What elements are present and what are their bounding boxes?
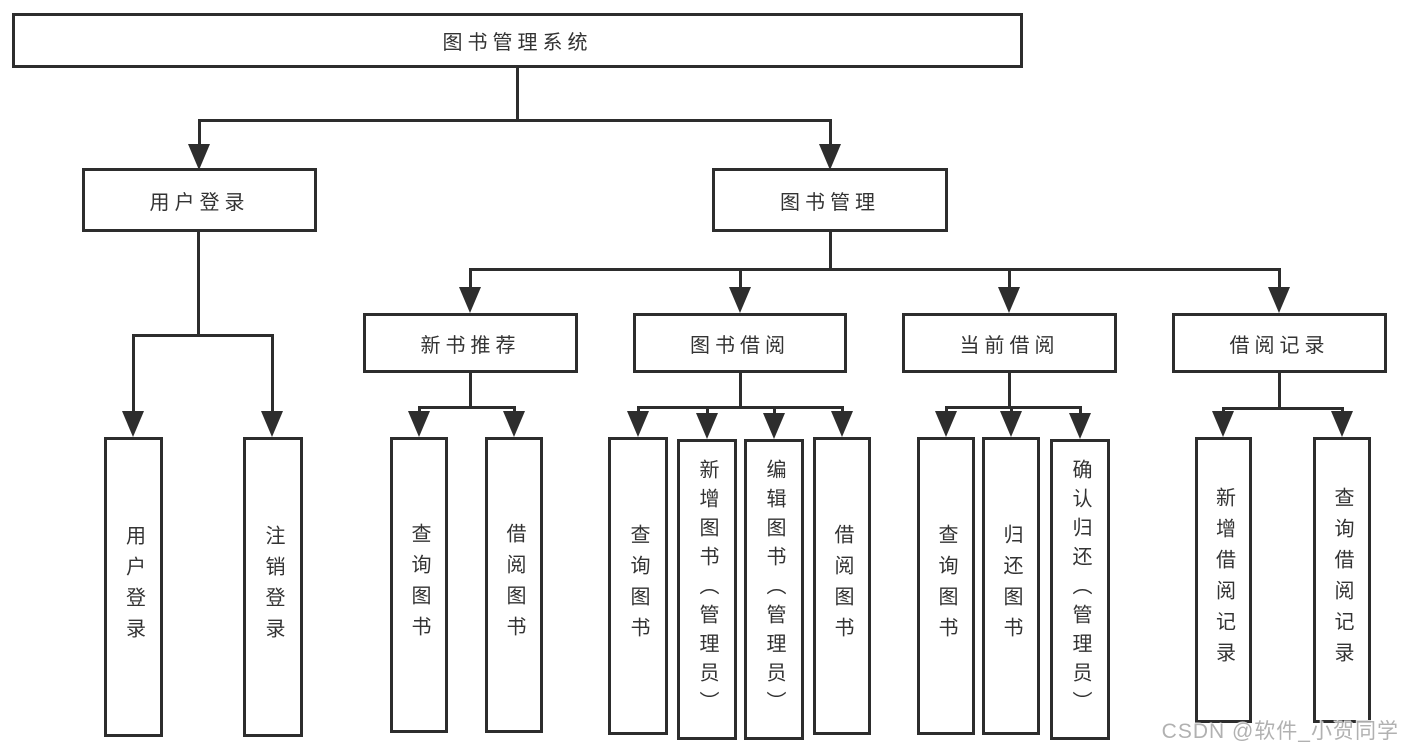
connector-line: [945, 406, 948, 415]
node-new-book-recommend-label: 新书推荐: [420, 334, 521, 357]
node-user-login-branch-label: 用户登录: [149, 191, 250, 214]
connector-line: [841, 406, 844, 415]
connector-arrowhead: [188, 144, 210, 170]
node-current-borrow-label: 当前借阅: [959, 334, 1060, 357]
connector-line: [198, 119, 831, 122]
connector-line: [198, 119, 201, 146]
leaf-user-login-label: 用户登录: [122, 525, 145, 649]
node-book-management-label: 图书管理: [780, 191, 880, 214]
connector-line: [513, 406, 516, 415]
connector-line: [706, 406, 709, 417]
leaf-br-add-record-label: 新增借阅记录: [1212, 487, 1235, 673]
connector-line: [418, 406, 421, 415]
connector-line: [1010, 406, 1013, 415]
connector-arrowhead: [1331, 411, 1353, 437]
connector-line: [739, 372, 742, 409]
connector-line: [1008, 372, 1011, 409]
leaf-bb-add-books-admin-label: 新增图书（管理员）: [696, 459, 718, 720]
node-root: 图书管理系统: [12, 13, 1023, 68]
connector-line: [1278, 268, 1281, 289]
leaf-nbr-borrow-books: 借阅图书: [485, 437, 543, 733]
node-book-borrow: 图书借阅: [633, 313, 847, 373]
connector-arrowhead: [819, 144, 841, 170]
node-book-management: 图书管理: [712, 168, 948, 232]
csdn-watermark: CSDN @软件_小贺同学: [1161, 720, 1399, 743]
connector-arrowhead: [763, 413, 785, 439]
leaf-br-query-record-label: 查询借阅记录: [1331, 487, 1353, 673]
leaf-bb-edit-books-admin-label: 编辑图书（管理员）: [763, 459, 785, 720]
connector-line: [132, 334, 135, 413]
node-borrow-records-label: 借阅记录: [1229, 334, 1330, 357]
leaf-br-add-record: 新增借阅记录: [1195, 437, 1252, 723]
node-current-borrow: 当前借阅: [902, 313, 1117, 373]
connector-arrowhead: [122, 411, 144, 437]
leaf-bb-query-books: 查询图书: [608, 437, 668, 735]
leaf-cb-confirm-return-admin: 确认归还（管理员）: [1050, 439, 1110, 740]
connector-line: [637, 406, 640, 415]
leaf-logout-label: 注销登录: [262, 525, 284, 649]
connector-arrowhead: [503, 411, 525, 437]
connector-arrowhead: [261, 411, 283, 437]
leaf-cb-query-books-label: 查询图书: [935, 524, 957, 648]
connector-line: [1278, 372, 1281, 410]
connector-arrowhead: [831, 411, 853, 437]
node-user-login-branch: 用户登录: [82, 168, 317, 232]
connector-arrowhead: [459, 287, 481, 313]
connector-line: [197, 231, 200, 337]
connector-arrowhead: [729, 287, 751, 313]
connector-line: [773, 406, 776, 417]
connector-arrowhead: [1000, 411, 1022, 437]
connector-line: [1079, 406, 1082, 417]
leaf-bb-edit-books-admin: 编辑图书（管理员）: [744, 439, 804, 740]
connector-line: [1222, 407, 1343, 410]
connector-arrowhead: [1212, 411, 1234, 437]
leaf-bb-add-books-admin: 新增图书（管理员）: [677, 439, 737, 740]
node-root-label: 图书管理系统: [442, 32, 593, 54]
node-new-book-recommend: 新书推荐: [363, 313, 578, 373]
leaf-bb-borrow-books-label: 借阅图书: [831, 524, 853, 648]
leaf-nbr-query-books: 查询图书: [390, 437, 448, 733]
connector-line: [945, 406, 1081, 409]
leaf-bb-borrow-books: 借阅图书: [813, 437, 871, 735]
connector-line: [271, 334, 274, 413]
connector-line: [739, 268, 742, 289]
connector-arrowhead: [1069, 413, 1091, 439]
connector-line: [829, 231, 832, 271]
connector-line: [469, 268, 472, 289]
leaf-cb-return-books: 归还图书: [982, 437, 1040, 735]
connector-line: [469, 268, 1281, 271]
connector-arrowhead: [696, 413, 718, 439]
leaf-user-login: 用户登录: [104, 437, 163, 737]
leaf-bb-query-books-label: 查询图书: [627, 524, 649, 648]
connector-arrowhead: [408, 411, 430, 437]
connector-arrowhead: [627, 411, 649, 437]
connector-arrowhead: [998, 287, 1020, 313]
connector-line: [132, 334, 274, 337]
connector-line: [637, 406, 843, 409]
connector-line: [829, 119, 832, 146]
leaf-nbr-query-books-label: 查询图书: [408, 523, 430, 647]
leaf-cb-confirm-return-admin-label: 确认归还（管理员）: [1069, 459, 1091, 720]
leaf-cb-query-books: 查询图书: [917, 437, 975, 735]
connector-line: [469, 372, 472, 409]
node-borrow-records: 借阅记录: [1172, 313, 1387, 373]
connector-line: [516, 68, 519, 122]
leaf-logout: 注销登录: [243, 437, 303, 737]
connector-arrowhead: [935, 411, 957, 437]
connector-arrowhead: [1268, 287, 1290, 313]
leaf-nbr-borrow-books-label: 借阅图书: [503, 523, 525, 647]
connector-line: [1008, 268, 1011, 289]
leaf-cb-return-books-label: 归还图书: [1000, 524, 1022, 648]
leaf-br-query-record: 查询借阅记录: [1313, 437, 1371, 723]
connector-line: [418, 406, 515, 409]
node-book-borrow-label: 图书借阅: [690, 334, 790, 357]
